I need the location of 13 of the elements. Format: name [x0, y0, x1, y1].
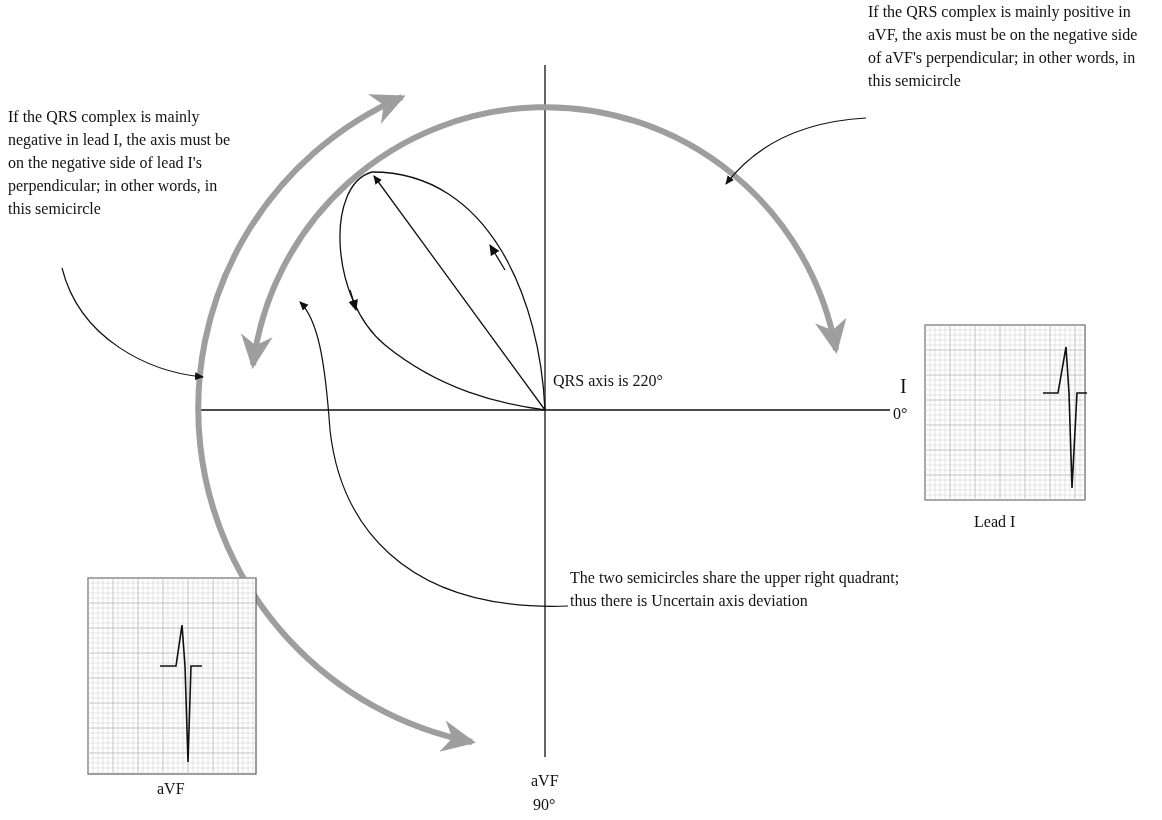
axis-label: QRS axis is 220° [553, 371, 663, 391]
leader-arrow [299, 301, 569, 607]
lead-label: aVF [531, 771, 559, 791]
ecg-caption: Lead I [974, 512, 1016, 532]
leader-arrow [725, 117, 867, 185]
degree-label: 90° [533, 795, 556, 815]
degree-label: 0° [893, 404, 908, 424]
lead-label: I [900, 376, 907, 396]
annotation-text: If the QRS complex is mainly negative in lead I, the axis must be on the negative side of lead I's perpendicular; in other words, in this semicircle [8, 107, 232, 219]
annotation-text: The two semicircles share the upper right quadrant; thus there is Uncertain axis deviation [570, 568, 901, 611]
ecg-caption: aVF [157, 779, 185, 799]
annotation-text: If the QRS complex is mainly positive in aVF, the axis must be on the negative side of aVF's perpendicular; in other words, in this semicircle [868, 2, 1139, 91]
leader-arrow [61, 267, 204, 380]
